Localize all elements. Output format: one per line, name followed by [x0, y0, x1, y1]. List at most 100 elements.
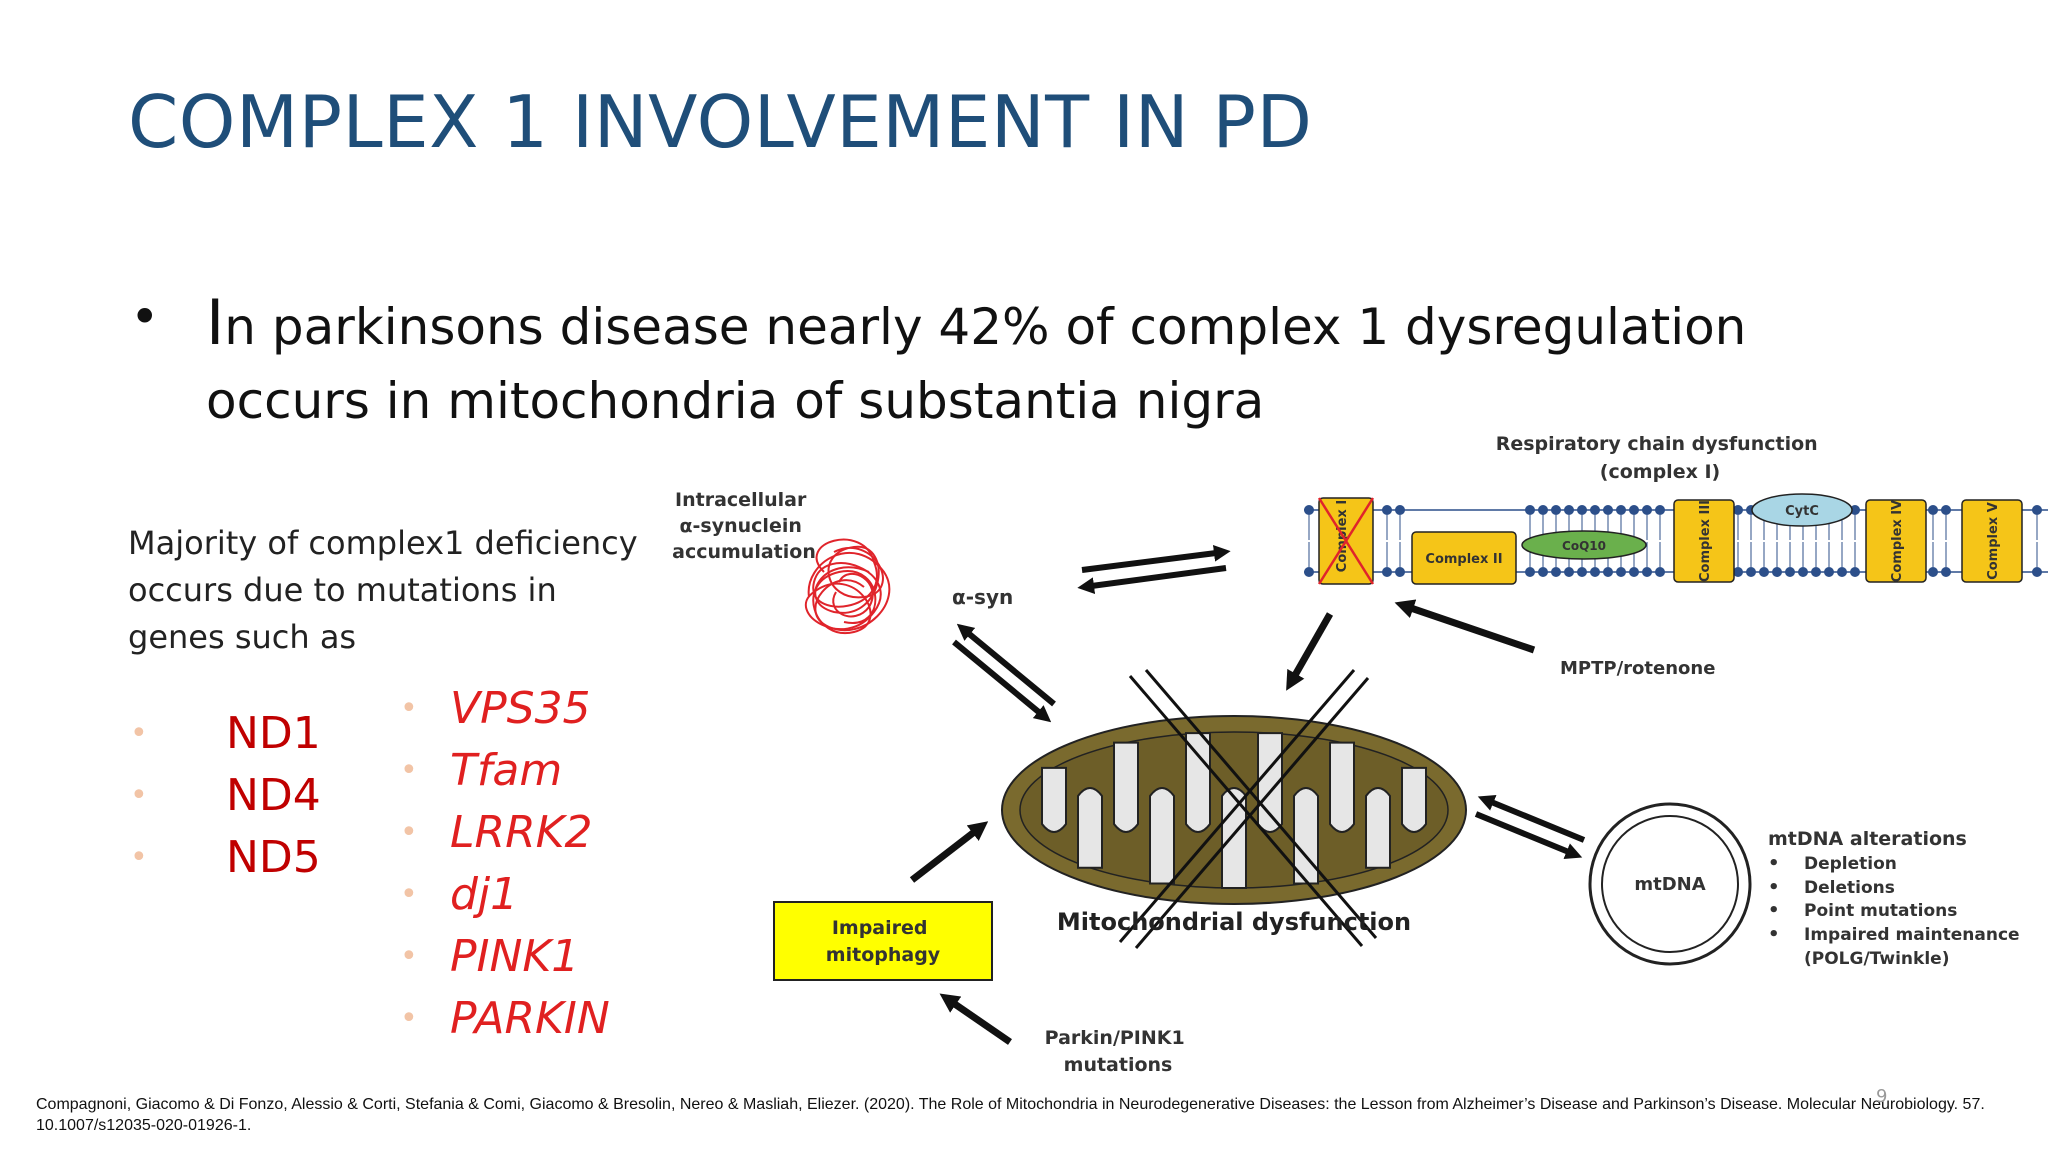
svg-text:Point mutations: Point mutations: [1804, 901, 1957, 921]
membrane-head: [1525, 567, 1535, 577]
membrane-head: [1850, 567, 1860, 577]
membrane-head: [1941, 505, 1951, 515]
arrows-asyn-resp: [1077, 544, 1231, 594]
gene-name: Tfam: [450, 745, 563, 796]
complex-5-box: Complex V: [1961, 499, 2023, 583]
mitophagy-box: Impaired mitophagy: [773, 901, 993, 981]
membrane-head: [1655, 505, 1665, 515]
gene-name: ND5: [226, 832, 321, 883]
membrane-head: [1538, 567, 1548, 577]
crista-fold: [1221, 787, 1247, 889]
membrane-head: [1850, 505, 1860, 515]
membrane-head: [1798, 567, 1808, 577]
membrane-head: [1733, 505, 1743, 515]
membrane-head: [1928, 567, 1938, 577]
svg-text:•: •: [1768, 877, 1780, 898]
crista-fold: [1401, 766, 1427, 833]
crista-fold: [1185, 732, 1211, 833]
gene-item: •Tfam: [400, 745, 563, 796]
complex-4-box: Complex IV: [1865, 499, 1927, 583]
bullet-rest: n parkinsons disease nearly 42% of compl…: [206, 298, 1747, 430]
crista-fold: [1113, 741, 1139, 833]
gene-name: ND4: [226, 770, 321, 821]
resp-chain-title: Respiratory chain dysfunction (complex I…: [1496, 433, 1825, 483]
gene-item: •LRRK2: [400, 807, 593, 858]
arrows-asyn-mito: [952, 623, 1056, 723]
svg-text:•: •: [1768, 853, 1780, 874]
gene-name: LRRK2: [450, 807, 593, 858]
svg-text:Complex III: Complex III: [1698, 500, 1713, 582]
membrane-head: [1304, 505, 1314, 515]
membrane-head: [1564, 505, 1574, 515]
svg-text:Complex IV: Complex IV: [1890, 500, 1905, 582]
page-number: 9: [1876, 1086, 1888, 1107]
crista-fold: [1293, 787, 1319, 885]
membrane-head: [1772, 567, 1782, 577]
gene-list-left: •ND1 •ND4 •ND5: [130, 703, 321, 889]
membrane-head: [1551, 505, 1561, 515]
complex-1-box: Complex I: [1317, 497, 1375, 585]
svg-text:•: •: [1768, 900, 1780, 921]
svg-text:Depletion: Depletion: [1804, 854, 1897, 874]
gene-list-right: •VPS35 •Tfam •LRRK2 •dj1 •PINK1 •PARKIN: [400, 678, 610, 1050]
membrane-head: [1382, 505, 1392, 515]
bullet-first-letter: I: [206, 286, 225, 359]
bullet-dot: •: [130, 288, 160, 346]
gene-item: •ND4: [130, 770, 321, 821]
slide-title: COMPLEX 1 INVOLVEMENT IN PD: [128, 80, 1313, 164]
membrane-head: [1642, 567, 1652, 577]
svg-text:mtDNA: mtDNA: [1634, 874, 1705, 895]
membrane-head: [1824, 567, 1834, 577]
gene-name: PINK1: [450, 931, 580, 982]
gene-item: •ND5: [130, 832, 321, 883]
crista-fold: [1149, 787, 1175, 885]
complex-3-box: Complex III: [1673, 499, 1735, 583]
membrane-head: [1525, 505, 1535, 515]
membrane-head: [1577, 567, 1587, 577]
gene-name: dj1: [450, 869, 519, 920]
svg-text:•: •: [1768, 924, 1780, 945]
membrane-head: [1928, 505, 1938, 515]
gene-item: •VPS35: [400, 683, 591, 734]
membrane-head: [1616, 505, 1626, 515]
crista-fold: [1329, 741, 1355, 833]
majority-text: Majority of complex1 deficiency occurs d…: [128, 524, 638, 656]
svg-text:Impaired maintenance: Impaired maintenance: [1804, 925, 2020, 945]
main-bullet-text: In parkinsons disease nearly 42% of comp…: [206, 286, 1766, 438]
arrow-resp-to-mito: [1286, 612, 1334, 691]
arrow-parkin: [939, 993, 1012, 1045]
mtdna-circle: mtDNA: [1588, 802, 1752, 966]
svg-text:Impaired mitophagy: Impaired mitophagy: [826, 917, 941, 966]
mtdna-alterations-list: mtDNA alterations •Depletion •Deletions …: [1768, 828, 2020, 969]
membrane-head: [1785, 567, 1795, 577]
svg-text:CoQ10: CoQ10: [1562, 539, 1606, 553]
cytc-ellipse: CytC: [1751, 493, 1853, 527]
gene-name: ND1: [226, 708, 321, 759]
arrow-mitophagy-to-mito: [909, 821, 989, 883]
mito-dysfunction-label: Mitochondrial dysfunction: [1057, 908, 1411, 936]
membrane-head: [1629, 505, 1639, 515]
membrane-head: [1564, 567, 1574, 577]
membrane-head: [1551, 567, 1561, 577]
gene-name: VPS35: [450, 683, 591, 734]
mitochondrial-dysfunction-diagram: Intracellular α-synuclein accumulation α…: [672, 433, 2048, 1076]
crista-fold: [1365, 787, 1391, 869]
membrane-head: [2032, 505, 2042, 515]
membrane-head: [1629, 567, 1639, 577]
membrane-head: [1941, 567, 1951, 577]
arrow-mptp: [1394, 599, 1536, 654]
alpha-syn-title: Intracellular α-synuclein accumulation: [672, 489, 816, 563]
membrane-head: [1590, 505, 1600, 515]
membrane-head: [1395, 567, 1405, 577]
membrane-head: [1603, 567, 1613, 577]
gene-item: •ND1: [130, 708, 321, 759]
svg-text:Deletions: Deletions: [1804, 878, 1895, 898]
membrane-head: [1642, 505, 1652, 515]
membrane-head: [2032, 567, 2042, 577]
mptp-label: MPTP/rotenone: [1560, 658, 1715, 679]
citation: Compagnoni, Giacomo & Di Fonzo, Alessio …: [36, 1096, 1985, 1134]
membrane-head: [1655, 567, 1665, 577]
svg-text:CytC: CytC: [1785, 504, 1819, 519]
membrane-head: [1733, 567, 1743, 577]
gene-item: •dj1: [400, 869, 519, 920]
